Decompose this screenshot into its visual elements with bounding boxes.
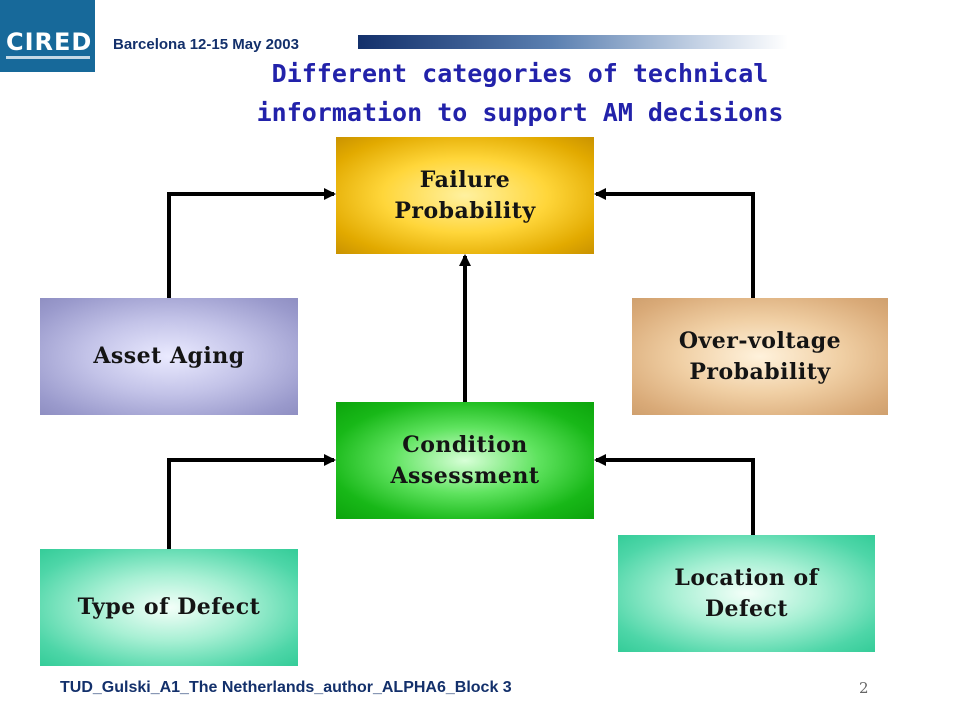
condition-line-2: Assessment (390, 462, 540, 489)
asset-aging-box: Asset Aging (40, 298, 298, 415)
footer-caption: TUD_Gulski_A1_The Netherlands_author_ALP… (60, 679, 512, 696)
overvoltage-probability-box: Over-voltage Probability (632, 298, 888, 415)
title-line-1: Different categories of technical (271, 59, 769, 88)
header-gradient-bar (358, 35, 788, 49)
page-number: 2 (859, 679, 869, 697)
arrow-location-to-condition (594, 454, 755, 535)
type-line-1: Type of Defect (77, 594, 261, 620)
logo-underline (6, 56, 90, 59)
location-line-2: Defect (704, 595, 789, 622)
overvoltage-line-2: Probability (689, 358, 831, 385)
arrow-overvoltage-to-failure (594, 188, 755, 298)
arrow-aging-to-failure (167, 188, 336, 298)
slide-title: Different categories of technical inform… (150, 54, 890, 132)
aging-line-1: Asset Aging (93, 343, 245, 369)
location-of-defect-box: Location of Defect (618, 535, 875, 652)
cired-logo: CIRED (0, 0, 95, 72)
condition-line-1: Condition (402, 431, 528, 458)
arrow-type-to-condition (167, 454, 336, 549)
logo-text: CIRED (6, 28, 93, 56)
failure-line-2: Probability (394, 197, 536, 224)
title-line-2: information to support AM decisions (256, 98, 784, 127)
overvoltage-line-1: Over-voltage (678, 327, 842, 354)
condition-assessment-box: Condition Assessment (336, 402, 594, 519)
location-line-1: Location of (674, 564, 819, 591)
failure-probability-box: Failure Probability (336, 137, 594, 254)
type-of-defect-box: Type of Defect (40, 549, 298, 666)
failure-line-1: Failure (419, 166, 511, 193)
event-header: Barcelona 12-15 May 2003 (113, 36, 299, 53)
